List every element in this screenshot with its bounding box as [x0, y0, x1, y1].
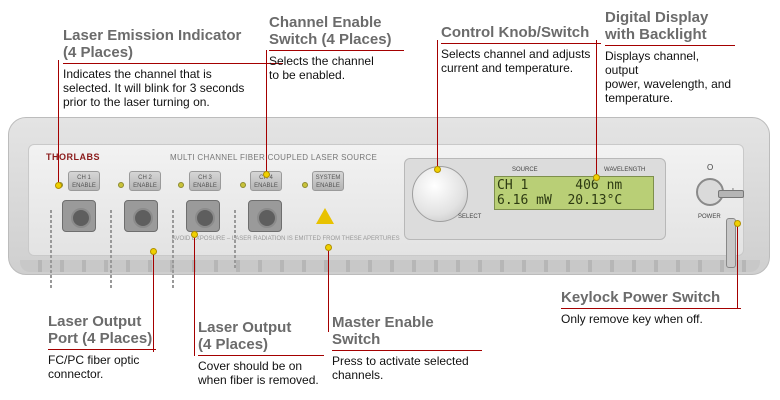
- leader-keylock: [737, 222, 738, 308]
- select-label: SELECT: [458, 214, 482, 220]
- callout-laser-output-port: Laser Output Port (4 Places) FC/PC fiber…: [48, 313, 156, 381]
- leader-output-cover: [194, 233, 195, 356]
- leader-digital-display: [596, 40, 597, 176]
- callout-description: Indicates the channel that is selected. …: [63, 67, 245, 109]
- dot-control-knob: [434, 166, 441, 173]
- leader-laser-emission: [58, 60, 59, 182]
- dot-output-port: [150, 248, 157, 255]
- callout-laser-output-cover: Laser Output (4 Places) Cover should be …: [198, 319, 324, 387]
- lcd-wavelength-label: WAVELENGTH: [604, 167, 646, 173]
- callout-channel-enable-switch: Channel Enable Switch (4 Places) Selects…: [269, 14, 404, 82]
- laser-warning-icon: [316, 208, 334, 224]
- callout-title: Channel Enable Switch (4 Places): [269, 14, 392, 48]
- callout-keylock-power-switch: Keylock Power Switch Only remove key whe…: [561, 289, 741, 326]
- ch3-enable-button[interactable]: CH 3 ENABLE: [189, 171, 221, 191]
- lcd-source-label: SOURCE: [512, 167, 538, 173]
- dust-cap-chain-3: [172, 210, 174, 290]
- callout-title: Digital Display with Backlight: [605, 9, 709, 43]
- laser-output-port-1[interactable]: [62, 200, 96, 232]
- power-label: POWER: [698, 214, 721, 220]
- callout-title: Laser Output Port (4 Places): [48, 313, 153, 347]
- callout-master-enable-switch: Master Enable Switch Press to activate s…: [332, 314, 482, 382]
- chassis-ribs: [20, 260, 760, 272]
- dot-keylock: [734, 220, 741, 227]
- callout-control-knob-switch: Control Knob/Switch Selects channel and …: [441, 24, 601, 75]
- ch2-emission-led: [118, 182, 124, 188]
- dot-channel-enable: [263, 171, 270, 178]
- dot-master-enable: [325, 244, 332, 251]
- ch3-emission-led: [178, 182, 184, 188]
- system-enable-led: [302, 182, 308, 188]
- callout-rule: [63, 63, 283, 64]
- dot-digital-display: [593, 174, 600, 181]
- callout-description: FC/PC fiber optic connector.: [48, 353, 140, 381]
- ch4-enable-button[interactable]: CH 4 ENABLE: [250, 171, 282, 191]
- dust-cap-chain-4: [234, 210, 236, 270]
- callout-rule: [561, 308, 741, 309]
- dust-cap-chain-2: [110, 210, 112, 290]
- leader-master-enable: [328, 246, 329, 332]
- callout-laser-emission-indicator: Laser Emission Indicator (4 Places) Indi…: [63, 27, 283, 109]
- callout-description: Cover should be on when fiber is removed…: [198, 359, 319, 387]
- dot-output-cover: [191, 231, 198, 238]
- brand-logo: THORLABS: [46, 152, 100, 162]
- callout-rule: [198, 355, 324, 356]
- leader-control-knob: [437, 40, 438, 168]
- callout-rule: [332, 350, 482, 351]
- ch1-enable-button[interactable]: CH 1 ENABLE: [68, 171, 100, 191]
- leader-channel-enable: [266, 50, 267, 172]
- callout-title: Control Knob/Switch: [441, 24, 590, 41]
- power-off-label: O: [707, 163, 714, 172]
- leader-output-port: [153, 250, 154, 352]
- callout-description: Displays channel, output power, waveleng…: [605, 49, 732, 105]
- callout-title: Laser Output (4 Places): [198, 319, 292, 353]
- callout-rule: [605, 45, 735, 46]
- lcd-line-2: 6.16 mW 20.13°C: [497, 193, 623, 208]
- lcd-display: CH 1 406 nm 6.16 mW 20.13°C: [494, 176, 654, 210]
- callout-description: Press to activate selected channels.: [332, 354, 469, 382]
- lcd-line-1: CH 1 406 nm: [497, 178, 623, 193]
- panel-title: MULTI CHANNEL FIBER COUPLED LASER SOURCE: [170, 153, 378, 162]
- key-blade: [726, 218, 736, 268]
- callout-rule: [269, 50, 404, 51]
- dust-cap-chain-1: [50, 210, 52, 290]
- callout-description: Selects the channel to be enabled.: [269, 54, 374, 82]
- laser-output-port-3[interactable]: [186, 200, 220, 232]
- ch4-emission-led: [240, 182, 246, 188]
- callout-title: Laser Emission Indicator (4 Places): [63, 27, 242, 61]
- callout-title: Master Enable Switch: [332, 314, 434, 348]
- callout-rule: [441, 43, 601, 44]
- key-icon[interactable]: [718, 190, 744, 198]
- callout-title: Keylock Power Switch: [561, 289, 721, 306]
- callout-description: Selects channel and adjusts current and …: [441, 47, 591, 75]
- callout-digital-display: Digital Display with Backlight Displays …: [605, 9, 735, 105]
- laser-output-port-4[interactable]: [248, 200, 282, 232]
- callout-rule: [48, 349, 156, 350]
- laser-output-port-2[interactable]: [124, 200, 158, 232]
- aperture-warning-text: AVOID EXPOSURE – LASER RADIATION IS EMIT…: [172, 236, 400, 242]
- ch2-enable-button[interactable]: CH 2 ENABLE: [129, 171, 161, 191]
- dot-laser-emission: [55, 182, 62, 189]
- system-enable-button[interactable]: SYSTEM ENABLE: [312, 171, 344, 191]
- callout-description: Only remove key when off.: [561, 312, 703, 326]
